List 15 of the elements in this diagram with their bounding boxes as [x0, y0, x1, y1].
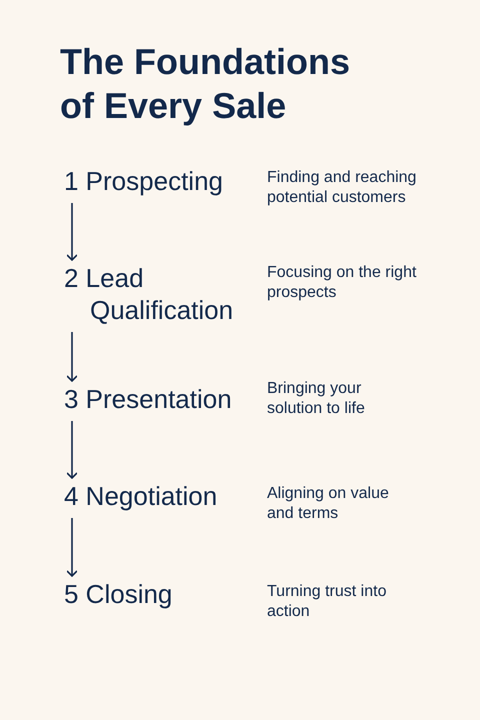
arrow	[66, 203, 78, 261]
step-description: Finding and reaching potential customers	[267, 168, 417, 208]
arrow	[66, 421, 78, 479]
step-description: Turning trust into action	[267, 582, 388, 622]
step-description: Focusing on the right prospects	[267, 263, 417, 303]
step-title: 5 Closing	[64, 578, 174, 610]
arrow	[66, 518, 78, 577]
step-title: 4 Negotiation	[64, 480, 218, 512]
step-description: Aligning on value and terms	[267, 484, 390, 524]
step-description: Bringing your solution to life	[267, 379, 366, 419]
title: The Foundations of Every Sale	[60, 40, 351, 128]
step-title: 1 Prospecting	[64, 165, 224, 197]
step-title: 3 Presentation	[64, 383, 233, 415]
step-title: 2 Lead Qualification	[64, 262, 234, 326]
arrow	[66, 332, 78, 382]
